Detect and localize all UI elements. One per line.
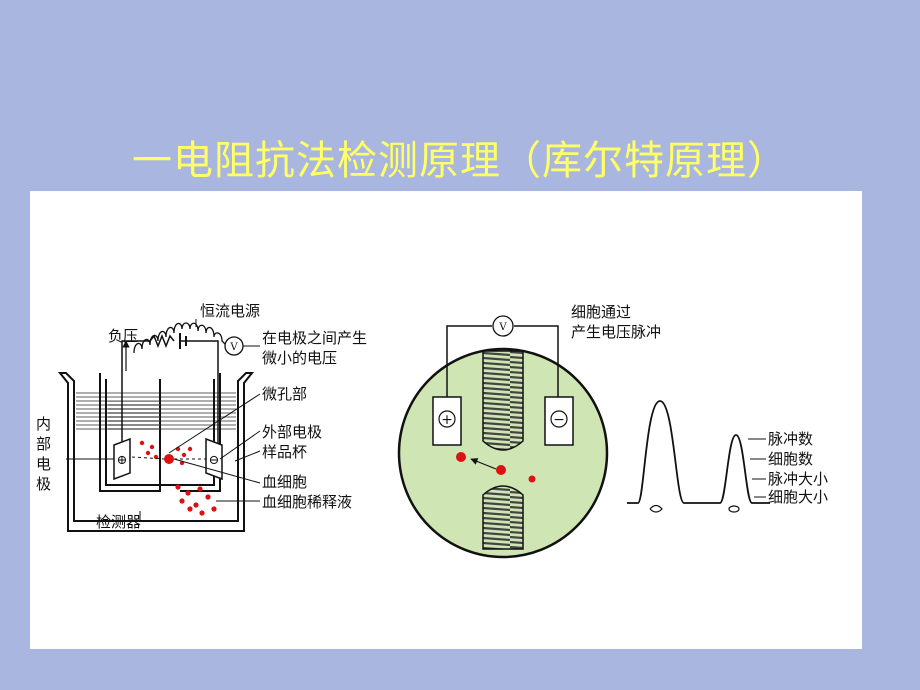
plus-icon [438,410,456,428]
minus-icon [550,410,568,428]
figure-svg: V ⊕ ⊖ [36,302,828,559]
label-sample-cup: 样品杯 [262,443,307,461]
aperture-wall-bottom [482,485,524,550]
inner-tube-liquid [108,401,160,431]
label-voltage-line1: 在电极之间产生 [262,329,367,347]
label-internal-electrode-4: 极 [36,475,51,493]
small-pulse-cell [649,504,663,513]
label-external-electrode: 外部电极 [262,423,322,441]
label-internal-electrode-1: 内 [36,415,51,433]
detector-beaker [57,372,255,532]
resistor [149,333,175,349]
label-internal-electrode-3: 电 [36,455,51,473]
cell [496,465,506,475]
aperture-voltmeter-icon [492,315,514,337]
legend-cell-size: 细胞大小 [768,488,828,506]
current-flow-dashes [131,456,206,460]
right-diagram: V + − 细胞通过 产生电压脉冲 脉冲数 细胞数 脉冲大小 细胞 [397,303,828,559]
label-blood-cell: 血细胞 [262,473,307,491]
internal-electrode-plate [113,437,131,481]
label-negative-pressure: 负压 [108,327,138,345]
legend-pulse-size: 脉冲大小 [768,470,828,488]
coulter-principle-figure: V ⊕ ⊖ [30,191,862,649]
coil-wire [133,322,227,354]
voltmeter-symbol: V [229,342,238,353]
inner-tube [99,373,221,492]
external-electrode-minus-icon: ⊖ [209,453,220,468]
inner-tube-wall [105,379,215,486]
blood-cells-diluent [175,484,217,516]
label-aperture: 微孔部 [262,385,307,403]
minus-symbol: − [553,412,565,428]
cell-motion-arrow [470,458,497,470]
label-detector: 检测器 [96,513,141,531]
plus-symbol: + [441,412,453,428]
aperture-circuit-wire [446,325,559,397]
left-diagram: V ⊕ ⊖ [36,302,367,532]
leader-lines [66,319,261,521]
circuit-wire [121,340,219,446]
label-pulse-note-1: 细胞通过 [571,303,631,321]
legend-pulse-count: 脉冲数 [768,430,813,448]
legend-cell-count: 细胞数 [768,450,813,468]
label-pulse-note-2: 产生电压脉冲 [571,323,661,341]
voltage-pulse-trace [627,400,770,504]
blood-cell [164,454,174,464]
label-constant-current-source: 恒流电源 [200,302,260,320]
aperture-voltmeter-symbol: V [498,322,507,333]
passing-cell [456,452,466,462]
label-voltage-line2: 微小的电压 [262,349,337,367]
blood-cells-inside [139,440,193,466]
aperture-wall-top [482,350,524,451]
label-diluent: 血细胞稀释液 [262,493,352,511]
label-internal-electrode-2: 部 [36,435,51,453]
internal-electrode-plus-icon: ⊕ [117,453,128,468]
cell [528,475,536,483]
slide-title: 一电阻抗法检测原理（库尔特原理） [132,138,788,184]
small-cell-shape [728,505,740,513]
legend-leaders [748,438,766,498]
